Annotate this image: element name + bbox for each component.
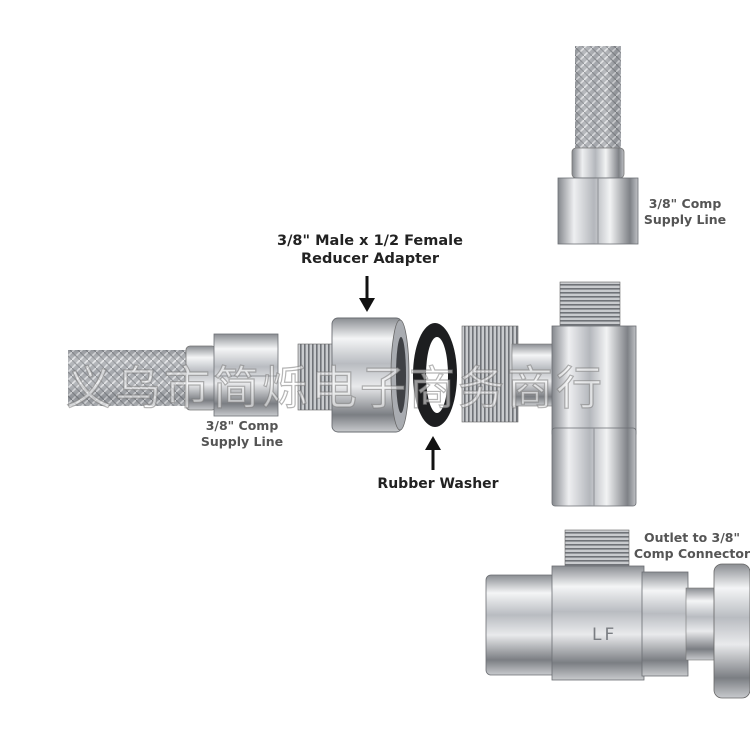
top-supply-line	[557, 46, 639, 245]
rubber-washer	[413, 323, 457, 427]
reducer-adapter-label-line1: 3/8" Male x 1/2 Female	[277, 233, 463, 249]
outlet-label-line1: Outlet to 3/8"	[644, 530, 740, 545]
left-supply-label-line2: Supply Line	[200, 433, 284, 449]
adapter-arrow	[359, 276, 375, 312]
washer-arrow	[425, 436, 441, 470]
rubber-washer-label: Rubber Washer	[368, 476, 508, 494]
top-supply-label-line2: Supply Line	[643, 211, 727, 227]
tee-valve	[461, 281, 637, 507]
valve-mark: LF	[592, 625, 617, 645]
top-supply-label-line1: 3/8" Comp	[648, 196, 722, 211]
left-supply-line-label: 3/8" Comp Supply Line	[182, 418, 302, 449]
reducer-adapter-label: 3/8" Male x 1/2 Female Reducer Adapter	[270, 232, 470, 268]
rubber-washer-label-text: Rubber Washer	[377, 476, 499, 492]
left-supply-label-line1: 3/8" Comp	[205, 418, 279, 433]
top-supply-line-label: 3/8" Comp Supply Line	[630, 196, 740, 227]
angle-valve: LF	[485, 529, 750, 699]
left-supply-line	[68, 333, 279, 417]
outlet-label-line2: Comp Connector	[633, 545, 750, 561]
reducer-adapter	[297, 317, 410, 433]
reducer-adapter-label-line2: Reducer Adapter	[300, 251, 439, 268]
outlet-label: Outlet to 3/8" Comp Connector	[630, 530, 750, 561]
